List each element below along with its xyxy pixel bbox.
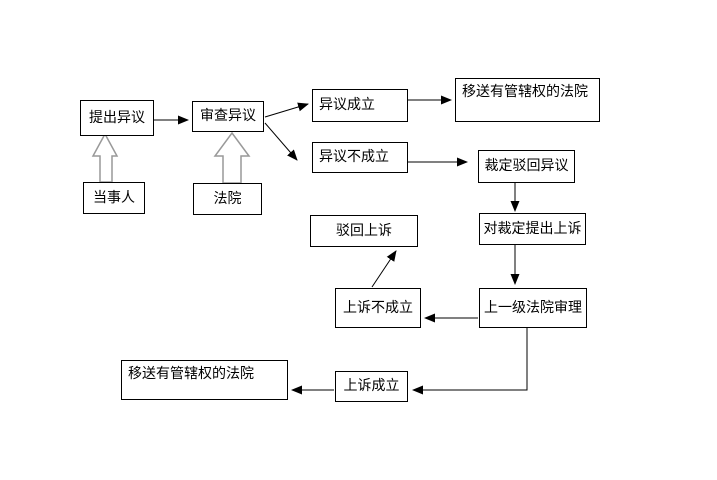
node-label: 审查异议 <box>200 108 256 124</box>
node-label: 移送有管辖权的法院 <box>462 84 588 100</box>
node-dangshiren: 当事人 <box>83 182 145 214</box>
node-shangsu-buchengli: 上诉不成立 <box>335 288 421 328</box>
block-arrow-fayuan-to-shencha <box>213 131 251 184</box>
node-shangsu-chengli: 上诉成立 <box>335 371 408 402</box>
node-label: 裁定驳回异议 <box>484 158 569 174</box>
node-tichu-yiyi: 提出异议 <box>80 100 154 136</box>
node-bohui-shangsu: 驳回上诉 <box>310 215 418 247</box>
node-label: 异议成立 <box>319 97 375 113</box>
node-yisong-bottom: 移送有管辖权的法院 <box>121 360 288 400</box>
node-caiding-bohui-yiyi: 裁定驳回异议 <box>478 150 575 183</box>
node-yiyi-chengli: 异议成立 <box>312 89 408 122</box>
node-label: 对裁定提出上诉 <box>483 220 582 237</box>
node-yisong-top: 移送有管辖权的法院 <box>455 78 600 122</box>
node-label: 当事人 <box>93 189 135 206</box>
arrow-shangsu-buchengli-to-bohui <box>371 250 397 288</box>
node-label: 异议不成立 <box>319 149 389 165</box>
arrow-shangyiji-to-shangsu-chengli <box>412 328 528 395</box>
node-shangyiji-shenli: 上一级法院审理 <box>479 288 587 328</box>
arrow-shencha-to-yiyi-chengli <box>264 102 309 118</box>
node-label: 移送有管辖权的法院 <box>128 366 254 382</box>
node-label: 上诉不成立 <box>343 299 413 316</box>
node-label: 上一级法院审理 <box>484 299 582 316</box>
node-label: 法院 <box>213 190 242 207</box>
node-label: 驳回上诉 <box>336 222 392 239</box>
node-label: 上诉成立 <box>343 378 400 394</box>
node-yiyi-buchengli: 异议不成立 <box>312 142 408 173</box>
node-dui-caiding-shangsu: 对裁定提出上诉 <box>479 213 586 245</box>
node-label: 提出异议 <box>89 109 145 126</box>
node-fayuan: 法院 <box>193 183 262 215</box>
block-arrow-dangshiren-to-tichu <box>91 132 119 183</box>
arrow-shencha-to-yiyi-buchengli <box>264 122 298 161</box>
node-shencha-yiyi: 审查异议 <box>192 101 264 132</box>
